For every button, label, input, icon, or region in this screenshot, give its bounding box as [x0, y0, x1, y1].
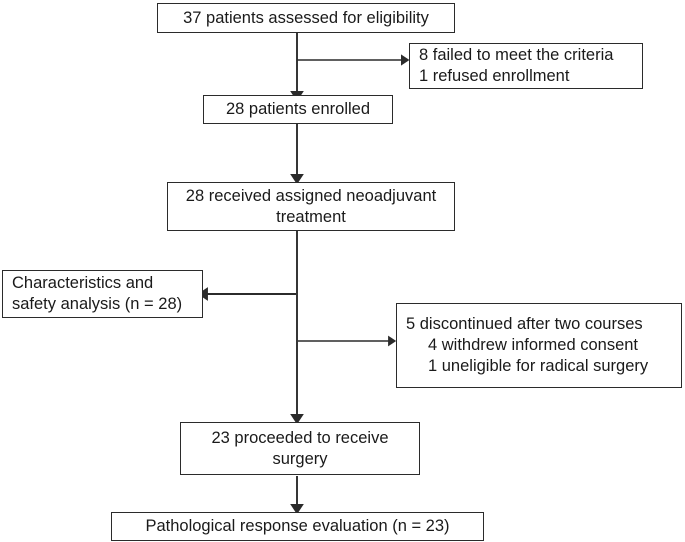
node-received-treatment: 28 received assigned neoadjuvant treatme…: [167, 182, 455, 231]
node-safety-line-1: Characteristics and: [12, 274, 154, 292]
node-discontinued-line-1: 5 discontinued after two courses: [406, 315, 643, 333]
node-surgery-line-2: surgery: [272, 449, 328, 468]
node-treated-line-1: 28 received assigned neoadjuvant: [185, 186, 437, 205]
node-excluded-line-1: 8 failed to meet the criteria: [419, 46, 614, 64]
node-proceeded-to-surgery: 23 proceeded to receive surgery: [180, 422, 420, 475]
node-discontinued-line-3: 1 uneligible for radical surgery: [428, 357, 649, 375]
node-surgery-line-1: 23 proceeded to receive: [211, 428, 389, 447]
node-treated-line-2: treatment: [276, 207, 346, 226]
node-pathological-response: Pathological response evaluation (n = 23…: [111, 512, 484, 541]
node-assessed-label: 37 patients assessed for eligibility: [183, 8, 429, 27]
node-pathology-label: Pathological response evaluation (n = 23…: [145, 517, 450, 535]
node-patients-enrolled: 28 patients enrolled: [203, 95, 393, 124]
node-discontinued: 5 discontinued after two courses 4 withd…: [396, 303, 682, 388]
node-safety-line-2: safety analysis (n = 28): [12, 295, 183, 313]
node-safety-analysis: Characteristics and safety analysis (n =…: [2, 270, 203, 318]
node-enrolled-label: 28 patients enrolled: [225, 100, 371, 118]
node-excluded: 8 failed to meet the criteria 1 refused …: [409, 43, 643, 89]
node-excluded-line-2: 1 refused enrollment: [419, 67, 570, 85]
node-assessed-for-eligibility: 37 patients assessed for eligibility: [157, 3, 455, 33]
node-discontinued-line-2: 4 withdrew informed consent: [428, 336, 639, 354]
